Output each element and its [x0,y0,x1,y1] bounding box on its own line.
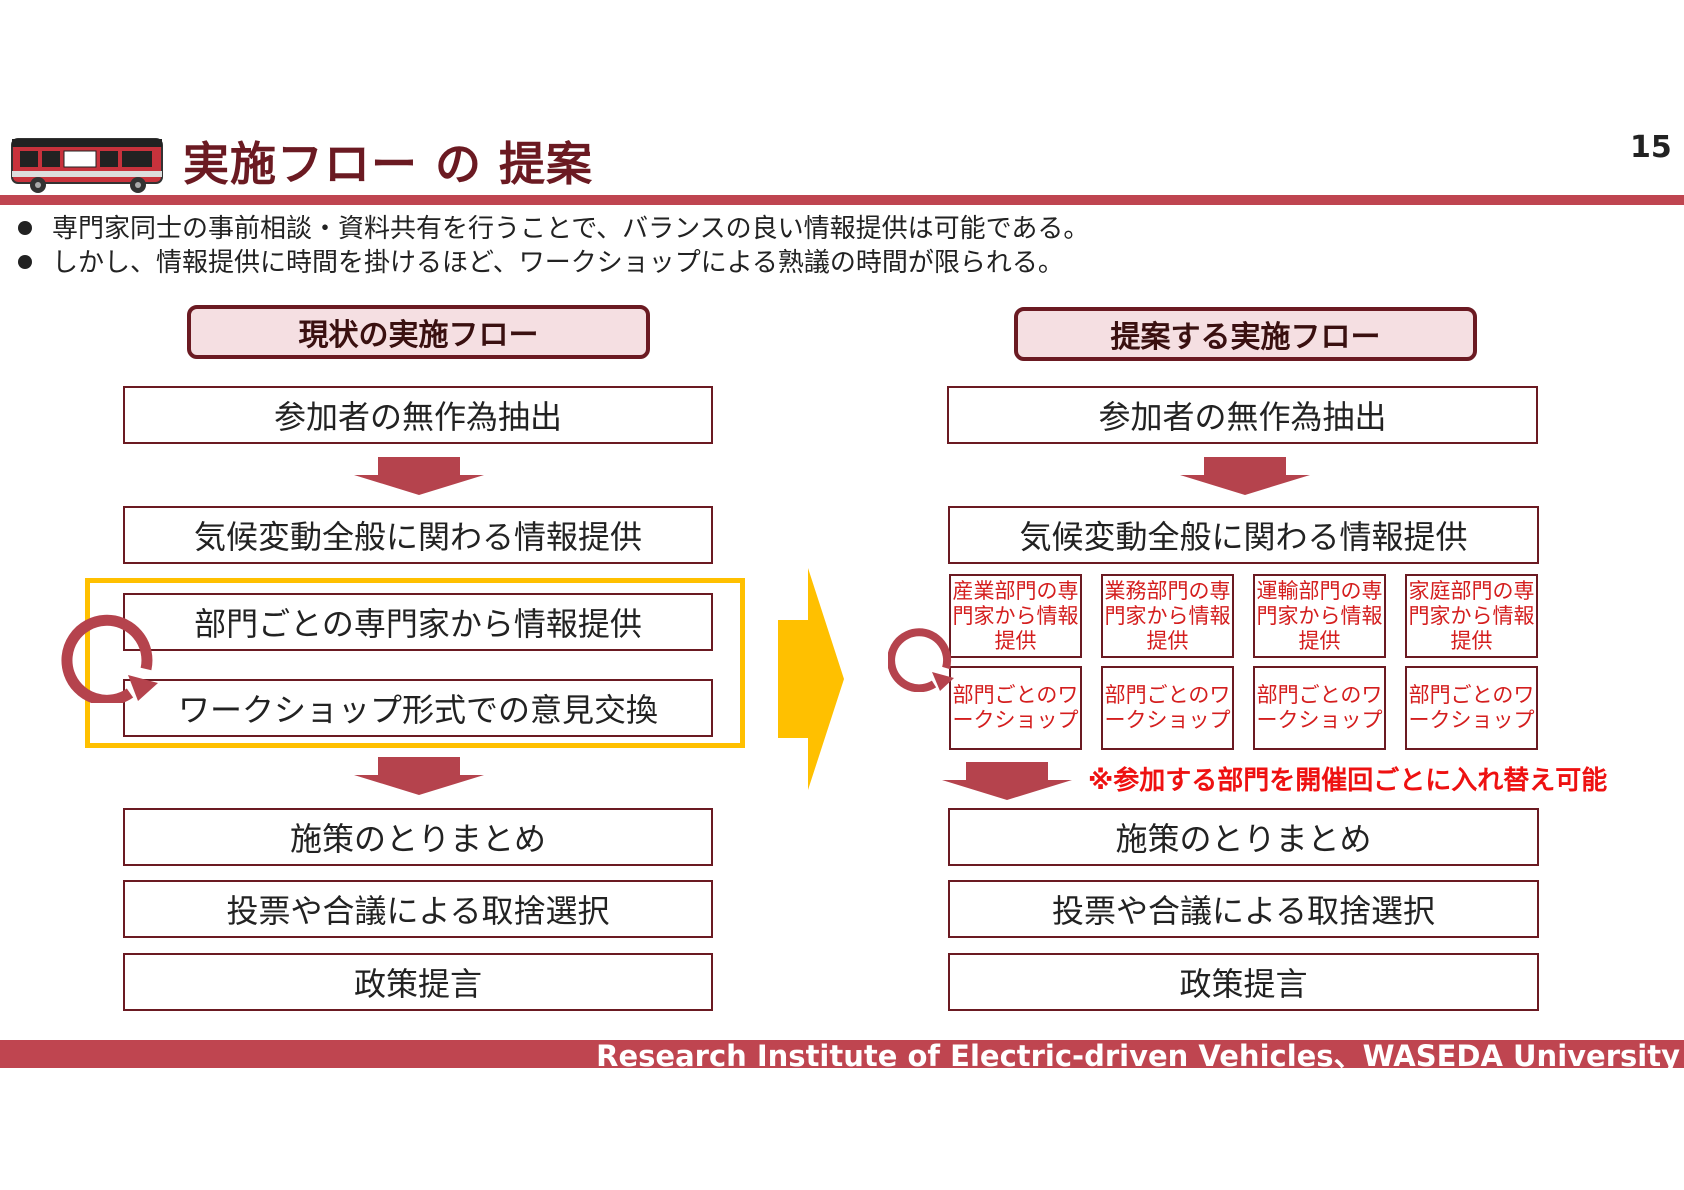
sector-workshop: 部門ごとのワークショップ [1253,666,1386,750]
footer-text: Research Institute of Electric-driven Ve… [596,1033,1680,1075]
sector-workshop: 部門ごとのワークショップ [1101,666,1234,750]
current-step-workshop: ワークショップ形式での意見交換 [123,679,713,737]
bullet-text: 専門家同士の事前相談・資料共有を行うことで、バランスの良い情報提供は可能である。 [52,214,1089,244]
sector-info-household: 家庭部門の専門家から情報提供 [1405,574,1538,658]
page-number: 15 [1630,130,1672,165]
proposed-step-general-info: 気候変動全般に関わる情報提供 [948,506,1539,564]
right-arrow-icon [778,568,844,794]
current-step-general-info: 気候変動全般に関わる情報提供 [123,506,713,564]
bullet-list: 専門家同士の事前相談・資料共有を行うことで、バランスの良い情報提供は可能である。… [18,212,1089,280]
current-flow-header: 現状の実施フロー [187,305,650,359]
cycle-icon [888,622,963,696]
page-title: 実施フロー の 提案 [183,128,593,194]
current-step-expert-info: 部門ごとの専門家から情報提供 [123,593,713,651]
bullet-text: しかし、情報提供に時間を掛けるほど、ワークショップによる熟議の時間が限られる。 [52,248,1064,278]
proposed-step-voting: 投票や合議による取捨選択 [948,880,1539,938]
proposed-flow-header: 提案する実施フロー [1014,307,1477,361]
bullet-dot-icon [18,255,32,269]
sector-info-transport: 運輸部門の専門家から情報提供 [1253,574,1386,658]
proposed-step-selection: 参加者の無作為抽出 [947,386,1538,444]
down-arrow-icon [354,757,484,799]
proposed-step-proposal: 政策提言 [948,953,1539,1011]
current-step-selection: 参加者の無作為抽出 [123,386,713,444]
cycle-icon [60,603,175,707]
current-step-voting: 投票や合議による取捨選択 [123,880,713,938]
sector-workshop: 部門ごとのワークショップ [949,666,1082,750]
down-arrow-icon [354,457,484,499]
sector-workshop: 部門ごとのワークショップ [1405,666,1538,750]
down-arrow-icon [1180,457,1310,499]
down-arrow-icon [942,762,1072,804]
sector-info-industry: 産業部門の専門家から情報提供 [949,574,1082,658]
rotation-note: ※参加する部門を開催回ごとに入れ替え可能 [1088,760,1607,797]
header-bar [0,195,1684,205]
current-step-proposal: 政策提言 [123,953,713,1011]
bullet-dot-icon [18,221,32,235]
bullet-item: しかし、情報提供に時間を掛けるほど、ワークショップによる熟議の時間が限られる。 [18,246,1089,280]
bullet-item: 専門家同士の事前相談・資料共有を行うことで、バランスの良い情報提供は可能である。 [18,212,1089,246]
current-step-summary: 施策のとりまとめ [123,808,713,866]
proposed-step-summary: 施策のとりまとめ [948,808,1539,866]
bus-logo [8,133,168,197]
sector-info-business: 業務部門の専門家から情報提供 [1101,574,1234,658]
